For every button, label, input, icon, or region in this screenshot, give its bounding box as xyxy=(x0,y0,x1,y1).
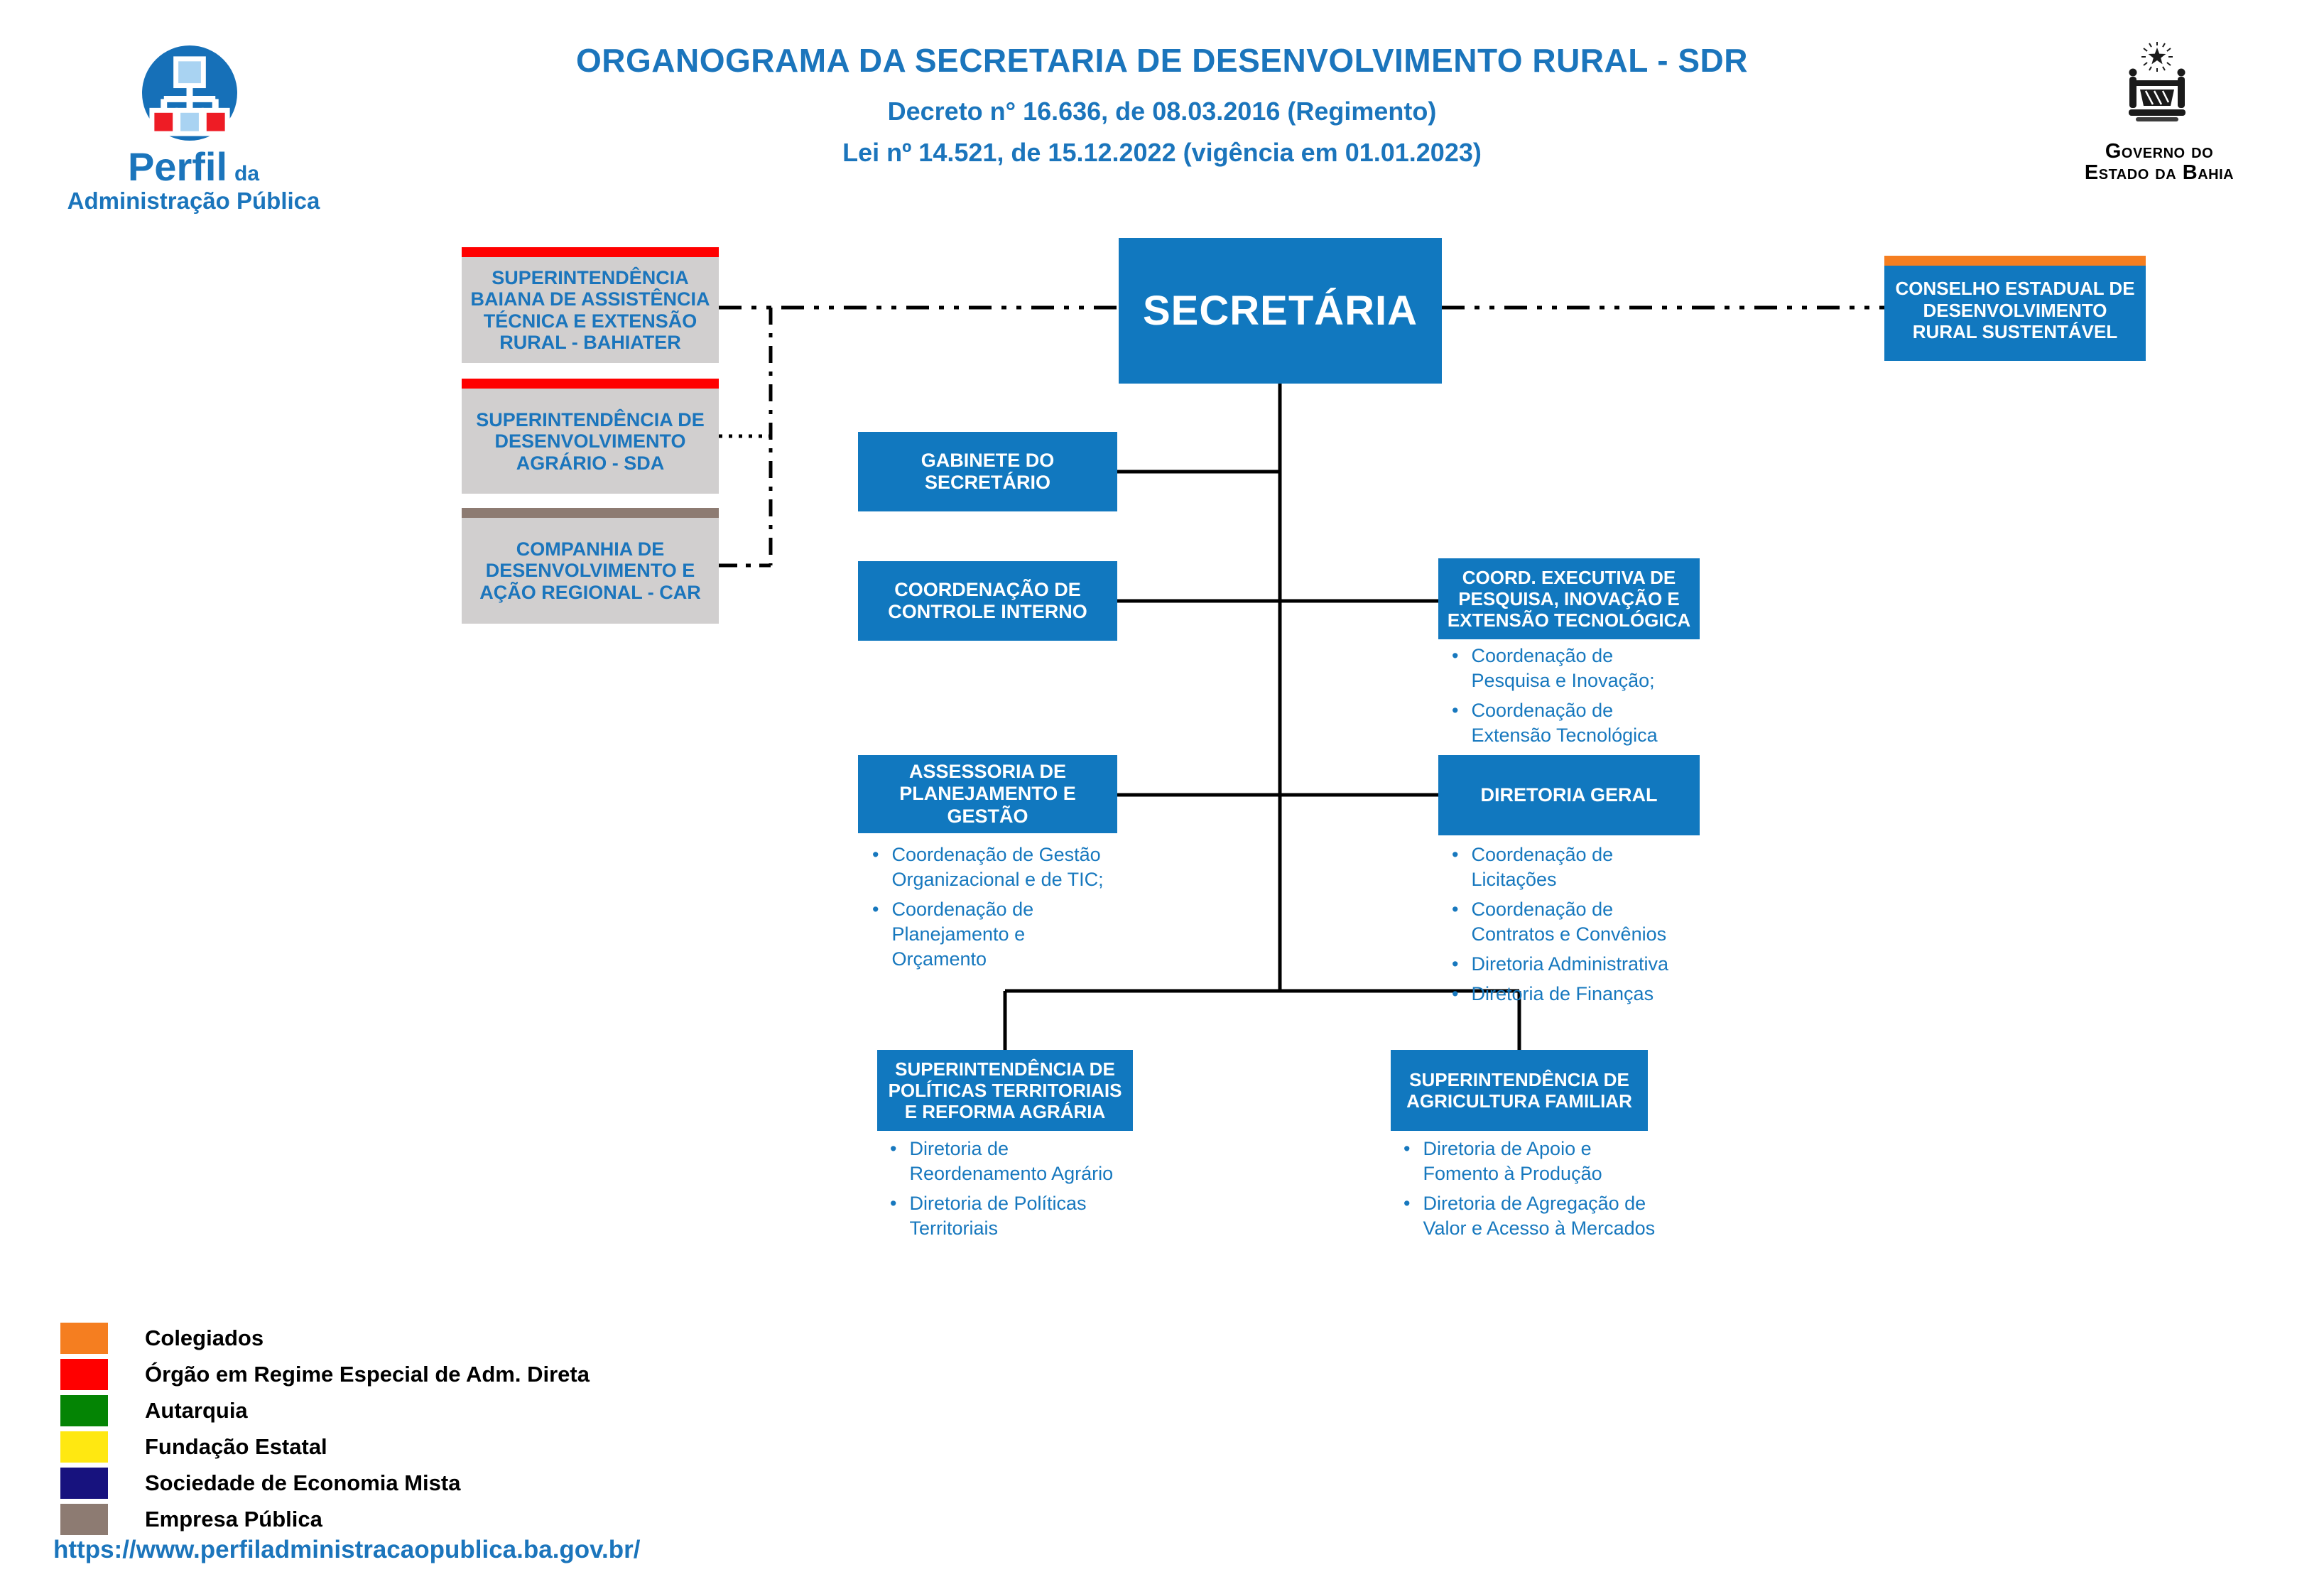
legend-swatch xyxy=(60,1359,108,1390)
legend-item-fundacao: Fundação Estatal xyxy=(60,1431,590,1463)
legend-item-regime-especial: Órgão em Regime Especial de Adm. Direta xyxy=(60,1359,590,1390)
list-sup-agricultura: Diretoria de Apoio e Fomento à Produção … xyxy=(1396,1137,1659,1246)
box-diretoria-geral: DIRETORIA GERAL xyxy=(1438,755,1700,835)
box-secretaria: SECRETÁRIA xyxy=(1119,238,1442,384)
footer-url[interactable]: https://www.perfiladministracaopublica.b… xyxy=(53,1536,641,1563)
box-assessoria: ASSESSORIA DE PLANEJAMENTO E GESTÃO xyxy=(858,755,1117,833)
box-coord-executiva: COORD. EXECUTIVA DE PESQUISA, INOVAÇÃO E… xyxy=(1438,558,1700,639)
box-label: DIRETORIA GERAL xyxy=(1480,784,1658,806)
list-sup-politicas: Diretoria de Reordenamento Agrário Diret… xyxy=(883,1137,1142,1246)
legend-item-autarquia: Autarquia xyxy=(60,1395,590,1426)
org-chart-icon xyxy=(142,45,237,141)
list-item: Coordenação de Licitações xyxy=(1445,842,1700,892)
list-item: Diretoria de Reordenamento Agrário xyxy=(883,1137,1142,1186)
legend-swatch xyxy=(60,1431,108,1463)
list-assessoria: Coordenação de Gestão Organizacional e d… xyxy=(865,842,1121,977)
box-label: COORDENAÇÃO DE CONTROLE INTERNO xyxy=(888,578,1087,622)
legend-label: Empresa Pública xyxy=(145,1507,322,1531)
legend-label: Autarquia xyxy=(145,1398,248,1423)
box-car: COMPANHIA DE DESENVOLVIMENTO E AÇÃO REGI… xyxy=(462,508,719,624)
entity-category-bar xyxy=(462,379,719,389)
page-subtitle-lei: Lei nº 14.521, de 15.12.2022 (vigência e… xyxy=(842,138,1482,167)
legend: Colegiados Órgão em Regime Especial de A… xyxy=(60,1323,590,1540)
legend-label: Órgão em Regime Especial de Adm. Direta xyxy=(145,1362,590,1387)
box-bahiater: SUPERINTENDÊNCIA BAIANA DE ASSISTÊNCIA T… xyxy=(462,247,719,363)
list-item: Coordenação de Gestão Organizacional e d… xyxy=(865,842,1121,892)
box-sda: SUPERINTENDÊNCIA DE DESENVOLVIMENTO AGRÁ… xyxy=(462,379,719,494)
legend-swatch xyxy=(60,1323,108,1354)
box-label: GABINETE DO SECRETÁRIO xyxy=(921,449,1055,493)
legend-swatch xyxy=(60,1504,108,1535)
legend-label: Fundação Estatal xyxy=(145,1434,327,1459)
box-conselho: CONSELHO ESTADUAL DE DESENVOLVIMENTO RUR… xyxy=(1884,256,2146,361)
legend-label: Sociedade de Economia Mista xyxy=(145,1470,461,1495)
entity-category-bar xyxy=(462,247,719,257)
box-label: ASSESSORIA DE PLANEJAMENTO E GESTÃO xyxy=(899,761,1076,827)
list-item: Coordenação de Planejamento e Orçamento xyxy=(865,897,1121,972)
list-item: Diretoria de Apoio e Fomento à Produção xyxy=(1396,1137,1659,1186)
list-item: Diretoria de Agregação de Valor e Acesso… xyxy=(1396,1191,1659,1241)
box-label: SUPERINTENDÊNCIA DE AGRICULTURA FAMILIAR xyxy=(1406,1068,1632,1112)
box-sup-politicas: SUPERINTENDÊNCIA DE POLÍTICAS TERRITORIA… xyxy=(877,1050,1133,1131)
box-label: SUPERINTENDÊNCIA DE DESENVOLVIMENTO AGRÁ… xyxy=(476,408,705,474)
page-title: ORGANOGRAMA DA SECRETARIA DE DESENVOLVIM… xyxy=(576,42,1748,79)
legend-swatch xyxy=(60,1395,108,1426)
box-label: SUPERINTENDÊNCIA DE POLÍTICAS TERRITORIA… xyxy=(888,1058,1122,1123)
page-subtitle-decreto: Decreto n° 16.636, de 08.03.2016 (Regime… xyxy=(887,97,1437,126)
list-coord-executiva: Coordenação de Pesquisa e Inovação; Coor… xyxy=(1445,644,1693,753)
brand-subtitle: Administração Pública xyxy=(67,188,320,214)
list-item: Coordenação de Contratos e Convênios xyxy=(1445,897,1700,947)
box-label: CONSELHO ESTADUAL DE DESENVOLVIMENTO RUR… xyxy=(1895,277,2135,343)
legend-swatch xyxy=(60,1468,108,1499)
list-item: Coordenação de Pesquisa e Inovação; xyxy=(1445,644,1693,693)
entity-category-bar xyxy=(462,508,719,518)
box-controle-interno: COORDENAÇÃO DE CONTROLE INTERNO xyxy=(858,561,1117,641)
entity-category-bar xyxy=(1884,256,2146,266)
list-item: Diretoria de Políticas Territoriais xyxy=(883,1191,1142,1241)
bahia-coat-of-arms-icon xyxy=(2129,42,2185,121)
box-sup-agricultura: SUPERINTENDÊNCIA DE AGRICULTURA FAMILIAR xyxy=(1391,1050,1648,1131)
list-item: Coordenação de Extensão Tecnológica xyxy=(1445,698,1693,748)
box-label: SECRETÁRIA xyxy=(1142,288,1418,334)
list-diretoria-geral: Coordenação de Licitações Coordenação de… xyxy=(1445,842,1700,1012)
box-label: COORD. EXECUTIVA DE PESQUISA, INOVAÇÃO E… xyxy=(1447,566,1691,631)
list-item: Diretoria de Finanças xyxy=(1445,982,1700,1007)
box-label: SUPERINTENDÊNCIA BAIANA DE ASSISTÊNCIA T… xyxy=(470,266,710,354)
legend-label: Colegiados xyxy=(145,1325,264,1350)
legend-item-empresa-publica: Empresa Pública xyxy=(60,1504,590,1535)
legend-item-colegiados: Colegiados xyxy=(60,1323,590,1354)
list-item: Diretoria Administrativa xyxy=(1445,952,1700,977)
box-label: COMPANHIA DE DESENVOLVIMENTO E AÇÃO REGI… xyxy=(479,538,701,603)
legend-item-economia-mista: Sociedade de Economia Mista xyxy=(60,1468,590,1499)
box-gabinete: GABINETE DO SECRETÁRIO xyxy=(858,432,1117,511)
